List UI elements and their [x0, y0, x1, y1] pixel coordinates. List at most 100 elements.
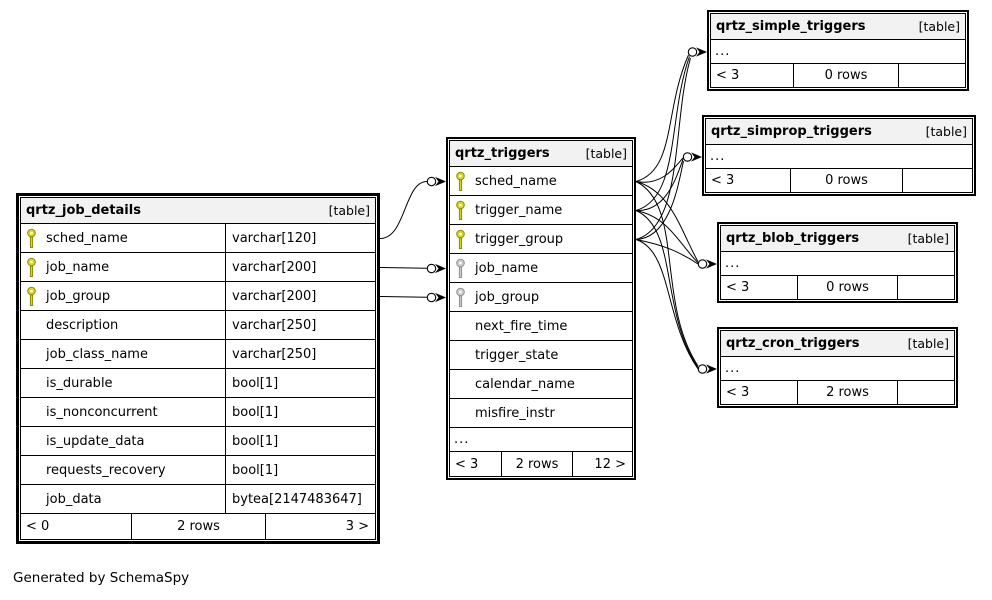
column-type: bool[1]	[232, 404, 279, 420]
connector-endpoint-circle	[426, 176, 437, 187]
column-name: requests_recovery	[46, 462, 166, 478]
table-footer: < 0 2 rows 3 >	[21, 514, 375, 539]
column-row: trigger_state	[450, 341, 632, 370]
table-name[interactable]: qrtz_simprop_triggers	[711, 124, 872, 139]
column-row: is_update_data bool[1]	[21, 427, 375, 456]
footer-rows-count: 0 rows	[794, 64, 899, 87]
table-qrtz-cron-triggers: qrtz_cron_triggers [table] ... < 3 2 row…	[717, 327, 958, 408]
table-header: qrtz_simprop_triggers [table]	[706, 119, 972, 145]
footer-children-count: < 3	[721, 381, 798, 404]
footer-children-count: < 3	[721, 276, 798, 299]
connector-arrowhead	[696, 47, 707, 57]
more-columns-ellipsis: ...	[711, 40, 965, 64]
more-columns-ellipsis: ...	[721, 252, 954, 276]
table-name[interactable]: qrtz_job_details	[26, 203, 141, 218]
column-name: job_group	[475, 289, 540, 305]
table-header: qrtz_simple_triggers [table]	[711, 14, 965, 40]
column-name: job_data	[46, 491, 102, 507]
table-header: qrtz_cron_triggers [table]	[721, 331, 954, 357]
fk-line	[635, 54, 689, 182]
footer-rows-count: 2 rows	[132, 514, 266, 539]
connector-arrowhead	[706, 364, 717, 374]
connector-arrowhead	[435, 263, 446, 274]
table-tag: [table]	[925, 124, 967, 139]
connector-endpoint-circle	[682, 152, 693, 162]
connector-arrowhead	[435, 176, 446, 187]
more-columns-ellipsis: ...	[706, 145, 972, 169]
column-row: requests_recovery bool[1]	[21, 456, 375, 485]
table-name[interactable]: qrtz_triggers	[455, 146, 550, 161]
fk-line	[635, 160, 684, 240]
column-row: calendar_name	[450, 370, 632, 399]
table-name[interactable]: qrtz_simple_triggers	[716, 19, 866, 34]
fk-line	[635, 57, 691, 240]
column-name: job_group	[46, 288, 111, 304]
fk-line	[635, 239, 699, 265]
generated-by-credit: Generated by SchemaSpy	[13, 570, 190, 586]
footer-children-count: < 0	[21, 514, 132, 539]
more-columns-ellipsis: ...	[721, 357, 954, 381]
fk-line	[635, 210, 699, 264]
fk-line	[379, 267, 428, 269]
foreign-key-icon	[456, 287, 465, 307]
column-row: next_fire_time	[450, 312, 632, 341]
table-tag: [table]	[585, 146, 627, 161]
column-type: varchar[250]	[232, 346, 317, 362]
column-name: is_update_data	[46, 433, 145, 449]
column-name: trigger_name	[475, 202, 563, 218]
column-name: job_name	[46, 259, 110, 275]
table-qrtz-blob-triggers: qrtz_blob_triggers [table] ... < 3 0 row…	[717, 222, 958, 303]
table-tag: [table]	[328, 203, 370, 218]
connector-endpoint-circle	[687, 47, 698, 57]
table-header: qrtz_job_details [table]	[21, 198, 375, 224]
column-name: job_name	[475, 260, 539, 276]
column-type: varchar[250]	[232, 317, 317, 333]
column-name: sched_name	[46, 230, 128, 246]
table-footer: < 3 0 rows	[706, 169, 972, 192]
primary-key-icon	[27, 257, 36, 277]
fk-line	[635, 159, 684, 212]
fk-line	[635, 210, 699, 368]
column-type: bytea[2147483647]	[232, 491, 362, 507]
column-row: job_name varchar[200]	[21, 253, 375, 282]
column-type: bool[1]	[232, 375, 279, 391]
primary-key-icon	[456, 200, 465, 220]
foreign-key-icon	[456, 258, 465, 278]
footer-rows-count: 2 rows	[502, 452, 573, 476]
table-qrtz-simprop-triggers: qrtz_simprop_triggers [table] ... < 3 0 …	[702, 115, 976, 196]
column-row: sched_name	[450, 167, 632, 196]
primary-key-icon	[456, 171, 465, 191]
table-header: qrtz_blob_triggers [table]	[721, 226, 954, 252]
connector-endpoint-circle	[697, 259, 708, 269]
column-name: trigger_group	[475, 231, 564, 247]
footer-children-count: < 3	[711, 64, 794, 87]
footer-rows-count: 2 rows	[798, 381, 898, 404]
column-row: is_nonconcurrent bool[1]	[21, 398, 375, 427]
column-row: misfire_instr	[450, 399, 632, 428]
column-row: trigger_name	[450, 196, 632, 225]
table-header: qrtz_triggers [table]	[450, 141, 632, 167]
primary-key-icon	[27, 286, 36, 306]
column-name: next_fire_time	[475, 318, 568, 334]
column-row: job_group varchar[200]	[21, 282, 375, 311]
table-qrtz-simple-triggers: qrtz_simple_triggers [table] ... < 3 0 r…	[707, 10, 969, 91]
table-name[interactable]: qrtz_blob_triggers	[726, 231, 860, 246]
table-qrtz-job-details: qrtz_job_details [table] sched_name varc…	[16, 193, 380, 544]
table-name[interactable]: qrtz_cron_triggers	[726, 336, 860, 351]
connector-endpoint-circle	[426, 263, 437, 274]
column-name: sched_name	[475, 173, 557, 189]
primary-key-icon	[27, 228, 36, 248]
column-name: calendar_name	[475, 376, 575, 392]
footer-parents-count	[899, 64, 965, 87]
column-row: sched_name varchar[120]	[21, 224, 375, 253]
fk-line	[379, 296, 428, 298]
column-name: trigger_state	[475, 347, 559, 363]
more-columns-ellipsis: ...	[450, 428, 632, 452]
fk-line	[635, 181, 699, 262]
footer-children-count: < 3	[450, 452, 502, 476]
footer-children-count: < 3	[706, 169, 791, 192]
column-row: description varchar[250]	[21, 311, 375, 340]
footer-parents-count	[898, 381, 954, 404]
column-row: trigger_group	[450, 225, 632, 254]
fk-line	[635, 239, 699, 370]
